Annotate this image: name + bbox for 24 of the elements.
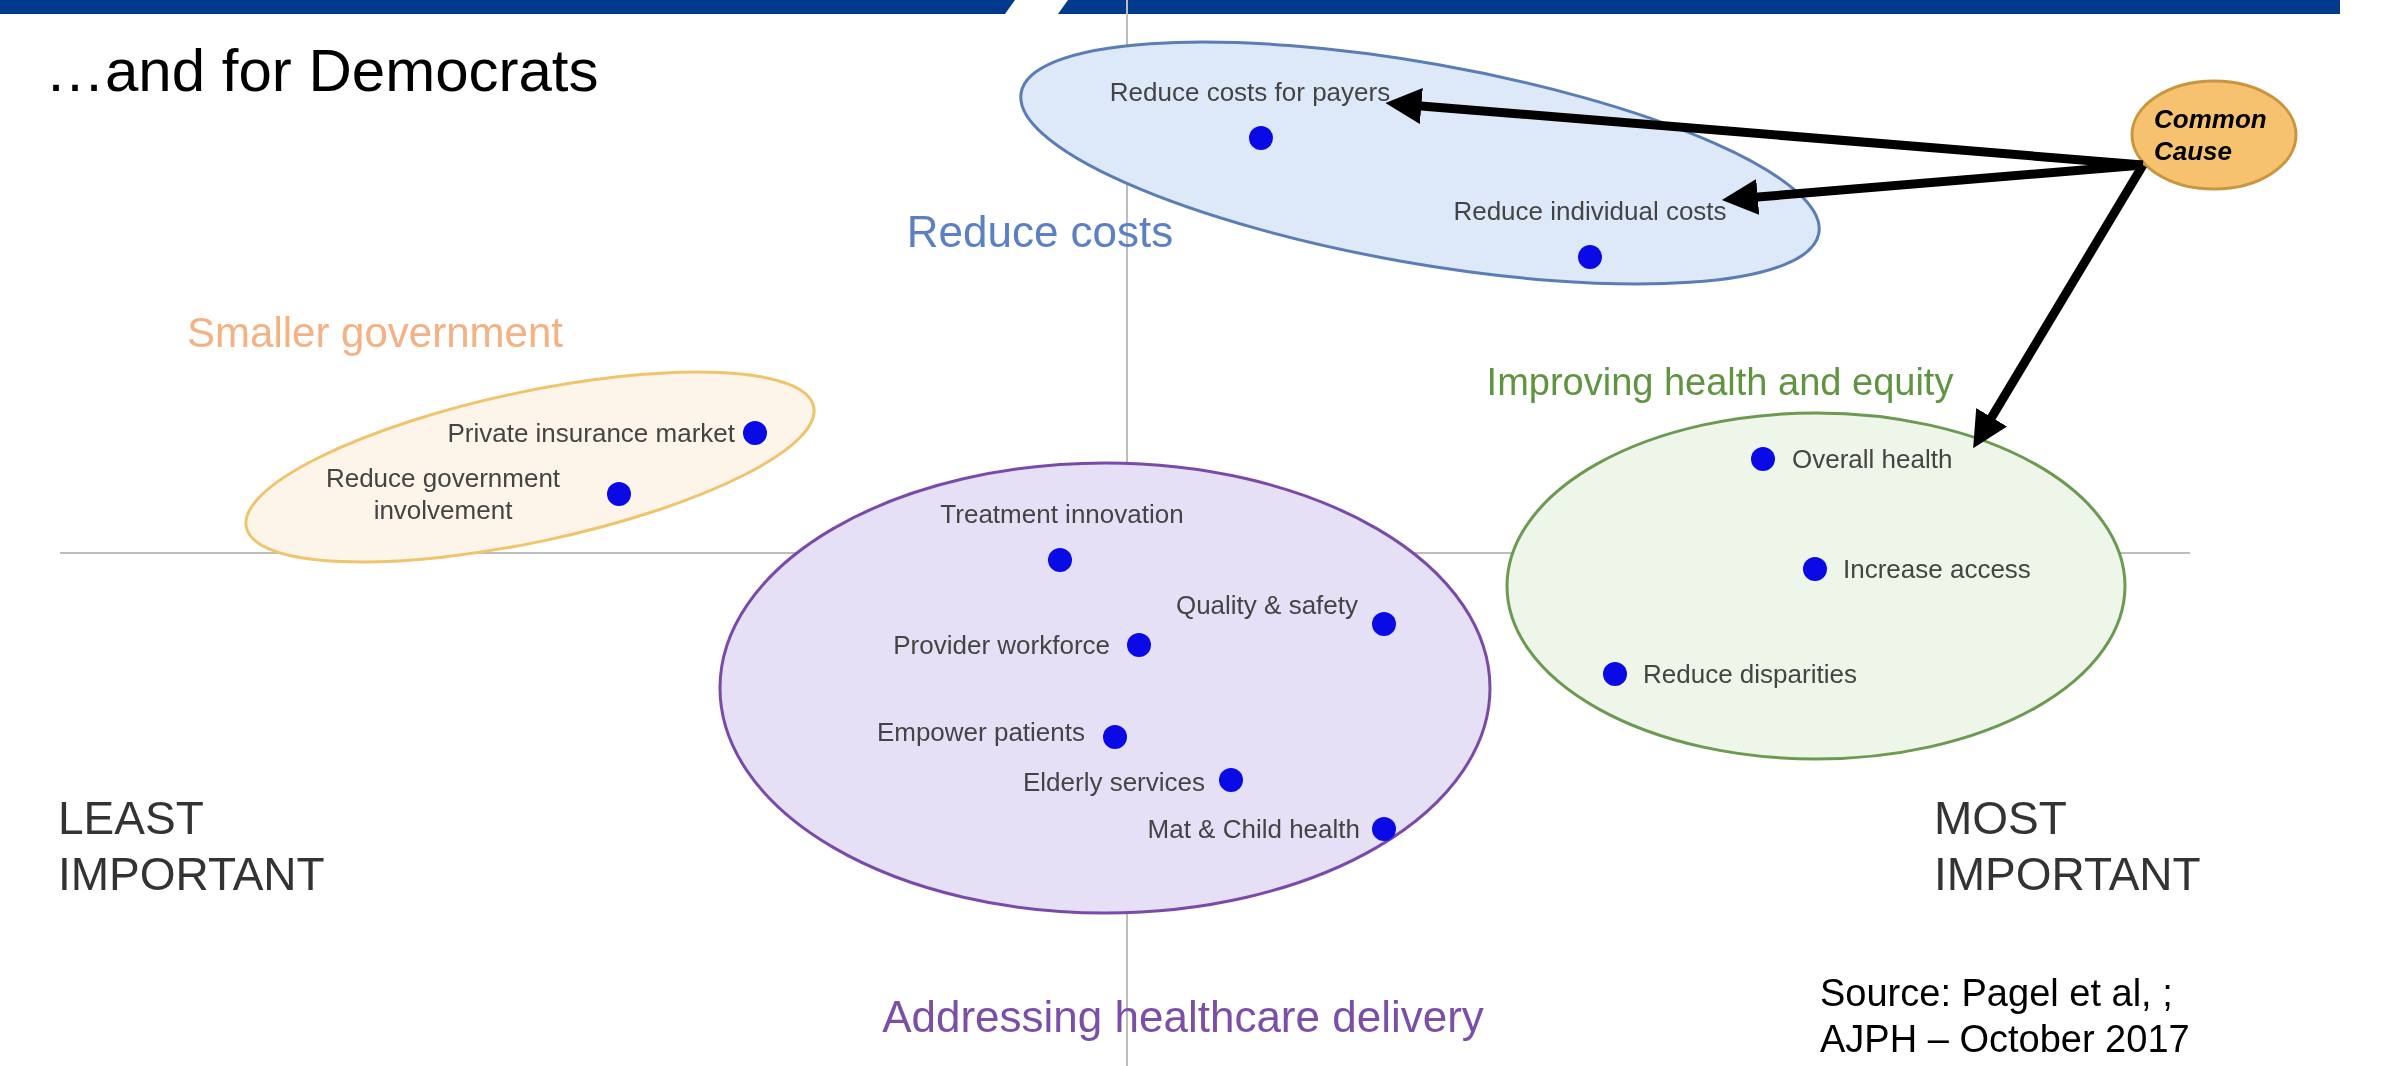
item-label: Elderly services <box>1022 766 1205 798</box>
cluster-heading: Smaller government <box>187 309 563 357</box>
slide-title: …and for Democrats <box>45 36 599 105</box>
axis-end-label: Source: Pagel et al, ; AJPH – October 2017 <box>1820 971 2191 1062</box>
item-label: Provider workforce <box>893 629 1110 661</box>
arrow <box>1973 162 2147 449</box>
item-label: Reduce costs for payers <box>1109 76 1391 108</box>
axis-end-label: MOST IMPORTANT <box>1934 791 2202 902</box>
cluster-heading: Improving health and equity <box>1486 360 1954 404</box>
item-label: Private insurance market <box>447 417 735 449</box>
axis-end-label: LEAST IMPORTANT <box>58 791 326 902</box>
item-label: Reduce government involvement <box>318 462 568 526</box>
cluster-heading: Reduce costs <box>906 207 1174 257</box>
item-label: Increase access <box>1843 553 2031 585</box>
item-label: Empower patients <box>876 716 1085 748</box>
item-label: Quality & safety <box>1175 589 1358 621</box>
item-label: Overall health <box>1792 443 1953 475</box>
item-label: Reduce individual costs <box>1453 195 1727 227</box>
oval-label: Common Cause <box>2154 103 2268 167</box>
item-label: Mat & Child health <box>1147 813 1360 845</box>
item-label: Treatment innovation <box>940 498 1184 530</box>
arrow <box>1721 160 2144 215</box>
cluster-heading: Addressing healthcare delivery <box>882 992 1484 1042</box>
item-label: Reduce disparities <box>1643 658 1857 690</box>
